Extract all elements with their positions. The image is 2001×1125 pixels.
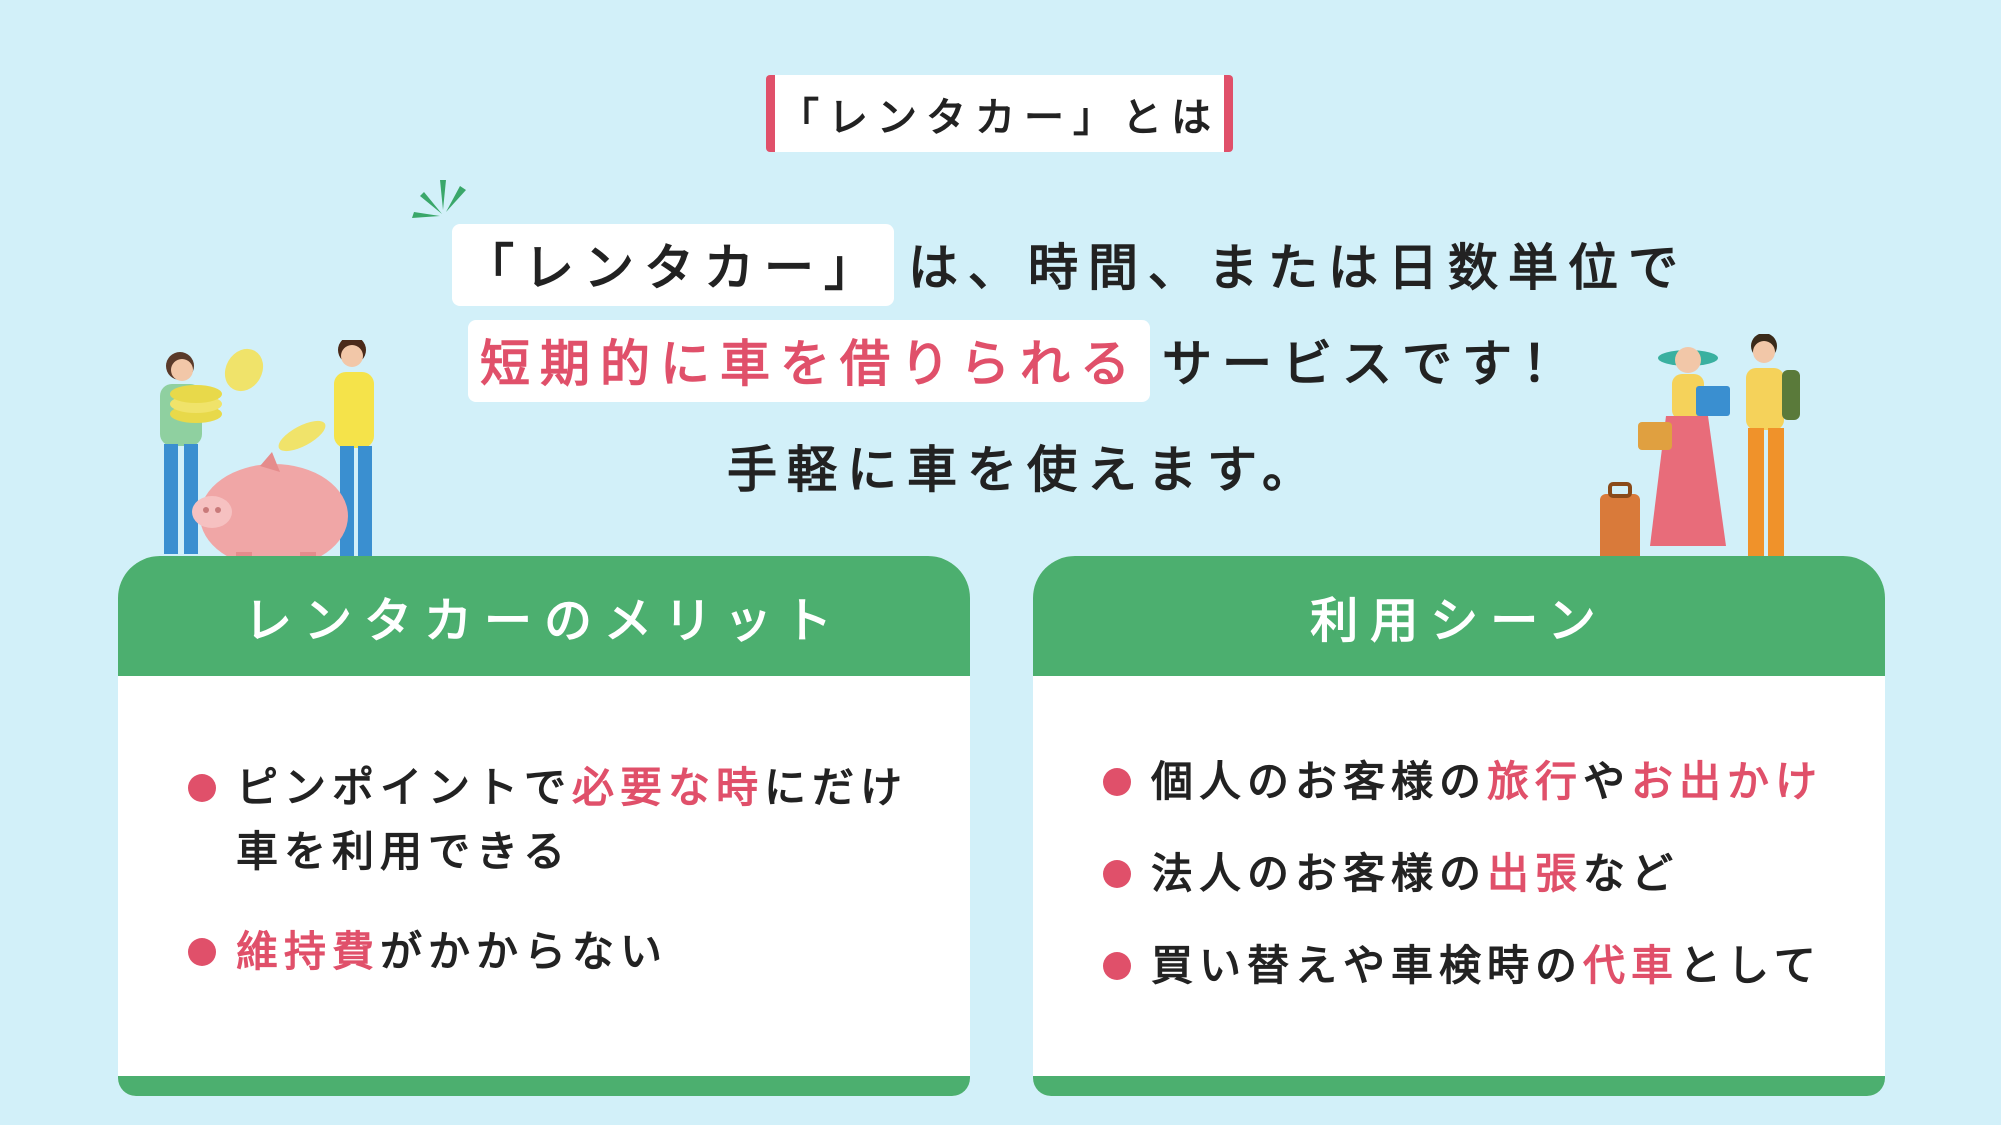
section-title-badge: 「レンタカー」とは: [766, 75, 1233, 152]
scene-item-1-text-a: 個人のお客様の: [1151, 757, 1488, 806]
merit-item-2: 維持費がかからない: [236, 920, 668, 984]
lead-highlight-short-term: 短期的に車を借りられる: [468, 320, 1150, 402]
usage-scene-card-footer-bar: [1033, 1076, 1885, 1096]
bullet-dot: [188, 938, 216, 966]
travelers-illustration: [1600, 334, 1800, 564]
merit-item-2-text-b: がかからない: [380, 927, 669, 976]
merit-item-1-text-a: ピンポイントで: [236, 763, 573, 812]
usage-scene-card: 利用シーン 個人のお客様の旅行やお出かけ 法人のお客様の出張など 買い替えや車検…: [1033, 556, 1885, 1096]
lead-line-1-rest: は、時間、または日数単位で: [908, 239, 1688, 297]
merit-item-1-line-2: 車を利用できる: [236, 827, 572, 876]
lead-line-3: 手軽に車を使えます。: [727, 441, 1322, 499]
merit-card-footer-bar: [118, 1076, 970, 1096]
merit-item-1: ピンポイントで必要な時にだけ: [236, 756, 908, 820]
scene-item-2-text-a: 法人のお客様の: [1151, 849, 1488, 898]
scene-item-3-text-c: として: [1679, 941, 1822, 990]
bullet-dot: [1103, 952, 1131, 980]
scene-item-1-emphasis-outing: お出かけ: [1631, 757, 1824, 806]
emphasis-burst-icon: [412, 180, 466, 218]
lead-line-2: 短期的に車を借りられるサービスです！: [468, 320, 1582, 402]
scene-item-2-emphasis: 出張: [1487, 849, 1584, 898]
scene-item-2-text-c: など: [1583, 849, 1680, 898]
merit-card-heading: レンタカーのメリット: [118, 556, 970, 676]
scene-item-1: 個人のお客様の旅行やお出かけ: [1151, 750, 1823, 814]
scene-item-3: 買い替えや車検時の代車として: [1151, 934, 1822, 998]
scene-item-1-text-c: や: [1583, 757, 1632, 806]
bullet-dot: [188, 774, 216, 802]
usage-scene-card-heading: 利用シーン: [1033, 556, 1885, 676]
bullet-dot: [1103, 860, 1131, 888]
lead-line-2-rest: サービスです！: [1162, 335, 1582, 393]
merit-item-1-emphasis: 必要な時: [572, 763, 765, 812]
merit-item-2-emphasis: 維持費: [236, 927, 381, 976]
scene-item-3-text-a: 買い替えや車検時の: [1151, 941, 1584, 990]
merit-card: レンタカーのメリット ピンポイントで必要な時にだけ 車を利用できる 維持費がかか…: [118, 556, 970, 1096]
lead-line-1: 「レンタカー」は、時間、または日数単位で: [452, 224, 1688, 306]
scene-item-3-emphasis: 代車: [1583, 941, 1680, 990]
bullet-dot: [1103, 768, 1131, 796]
merit-item-1-text-c: にだけ: [764, 763, 909, 812]
piggy-bank-savings-illustration: [160, 340, 374, 572]
scene-item-2: 法人のお客様の出張など: [1151, 842, 1679, 906]
lead-highlight-rentacar: 「レンタカー」: [452, 224, 894, 306]
scene-item-1-emphasis-travel: 旅行: [1487, 757, 1584, 806]
